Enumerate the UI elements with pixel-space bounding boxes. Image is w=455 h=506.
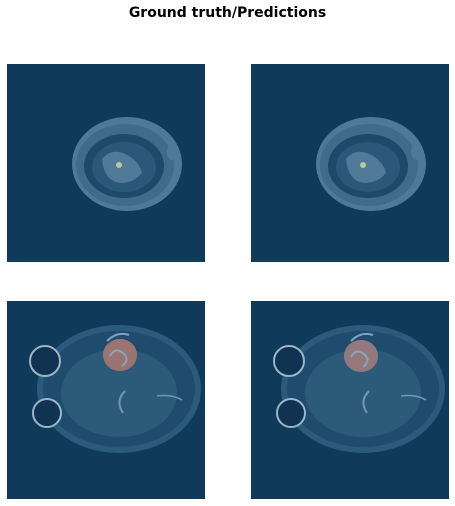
ground-truth-panel-top xyxy=(7,64,205,262)
mri-slice-top-left xyxy=(7,64,205,262)
mri-slice-bottom-left xyxy=(7,301,205,499)
mri-slice-bottom-right xyxy=(251,301,449,499)
prediction-panel-bottom xyxy=(251,301,449,499)
tumor-mask-ground-truth xyxy=(103,339,137,371)
mri-slice-top-right xyxy=(251,64,449,262)
ground-truth-panel-bottom xyxy=(7,301,205,499)
prediction-panel-top xyxy=(251,64,449,262)
tumor-mask-prediction xyxy=(344,340,378,372)
figure-title: Ground truth/Predictions xyxy=(128,5,327,21)
